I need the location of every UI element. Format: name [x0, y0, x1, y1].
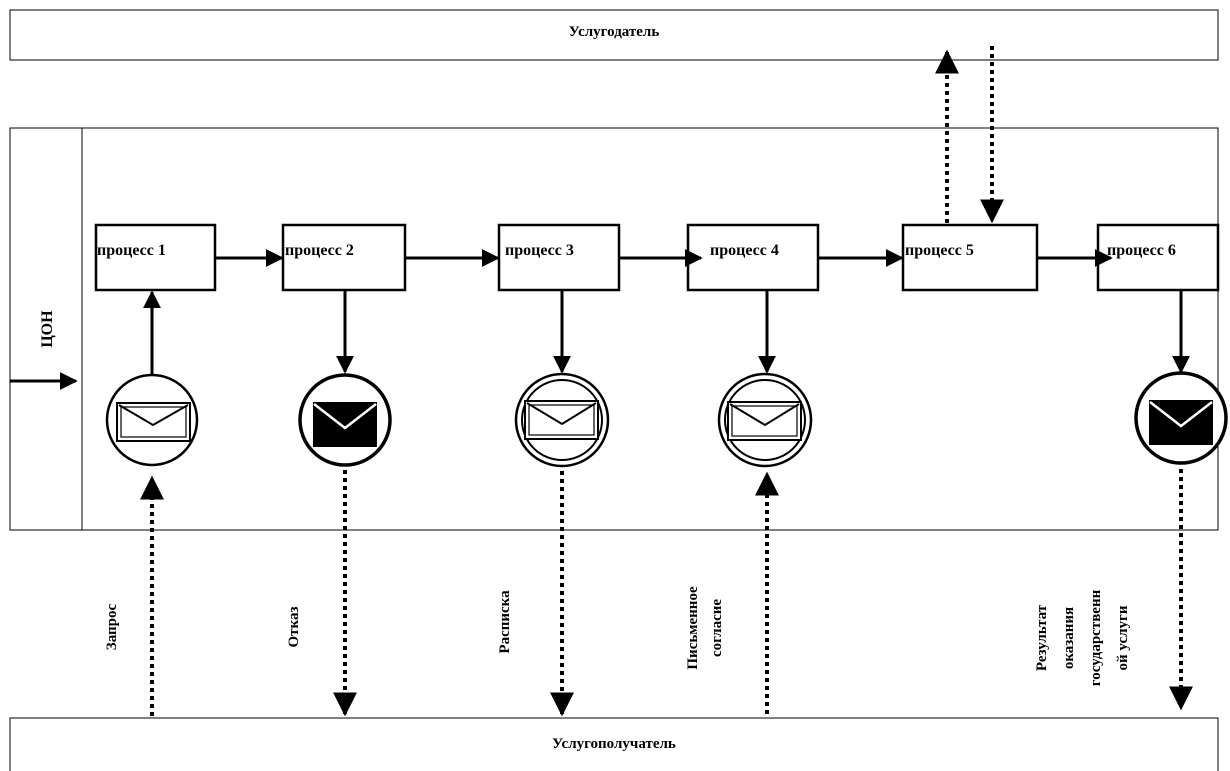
receipt-event — [514, 372, 610, 468]
process-5: процесс 5 — [901, 223, 1039, 292]
process-3: процесс 3 — [497, 223, 621, 292]
result-event — [1134, 371, 1228, 465]
center-lane: ЦОН — [9, 127, 1219, 531]
recipient-lane: Услугополучатель — [9, 717, 1219, 771]
process-3-label: процесс 3 — [505, 242, 574, 259]
refusal-event — [298, 373, 392, 467]
refusal-label: Отказ — [286, 607, 302, 648]
result-label-line-1: Результат — [1034, 604, 1050, 671]
recipient-lane-title: Услугополучатель — [552, 736, 676, 752]
envelope-outline-icon — [116, 402, 191, 442]
process-4: процесс 4 — [686, 223, 820, 292]
process-1: процесс 1 — [94, 223, 217, 292]
process-4-label: процесс 4 — [710, 242, 779, 259]
provider-lane: Услугодатель — [9, 9, 1219, 61]
process-5-label: процесс 5 — [905, 242, 974, 259]
center-lane-title: ЦОН — [39, 310, 56, 348]
envelope-filled-icon — [313, 402, 377, 447]
envelope-outline-double-ring-icon — [524, 400, 599, 440]
process-6: процесс 6 — [1096, 223, 1220, 292]
refusal-label-line-1: Отказ — [286, 607, 302, 648]
result-label-line-2: оказания — [1061, 607, 1077, 669]
receipt-label: Расписка — [497, 590, 513, 654]
process-1-label: процесс 1 — [97, 242, 166, 259]
process-2: процесс 2 — [281, 223, 407, 292]
consent-label-line-1: Письменное — [685, 586, 701, 670]
receipt-label-line-1: Расписка — [497, 590, 513, 654]
envelope-outline-double-ring-icon — [727, 401, 802, 441]
consent-label: Письменное согласие — [685, 586, 725, 670]
request-event — [105, 373, 199, 467]
provider-lane-title: Услугодатель — [569, 24, 660, 40]
request-label-line-1: Запрос — [104, 603, 120, 650]
result-label: Результат оказания государственн ой услу… — [1034, 589, 1131, 686]
result-label-line-3: государственн — [1088, 589, 1104, 686]
process-2-label: процесс 2 — [285, 242, 354, 259]
process-6-label: процесс 6 — [1107, 242, 1176, 259]
envelope-filled-icon — [1149, 400, 1213, 445]
request-label: Запрос — [104, 603, 120, 650]
result-label-line-4: ой услуги — [1115, 605, 1131, 670]
consent-event — [717, 372, 813, 468]
consent-label-line-2: согласие — [709, 599, 725, 657]
